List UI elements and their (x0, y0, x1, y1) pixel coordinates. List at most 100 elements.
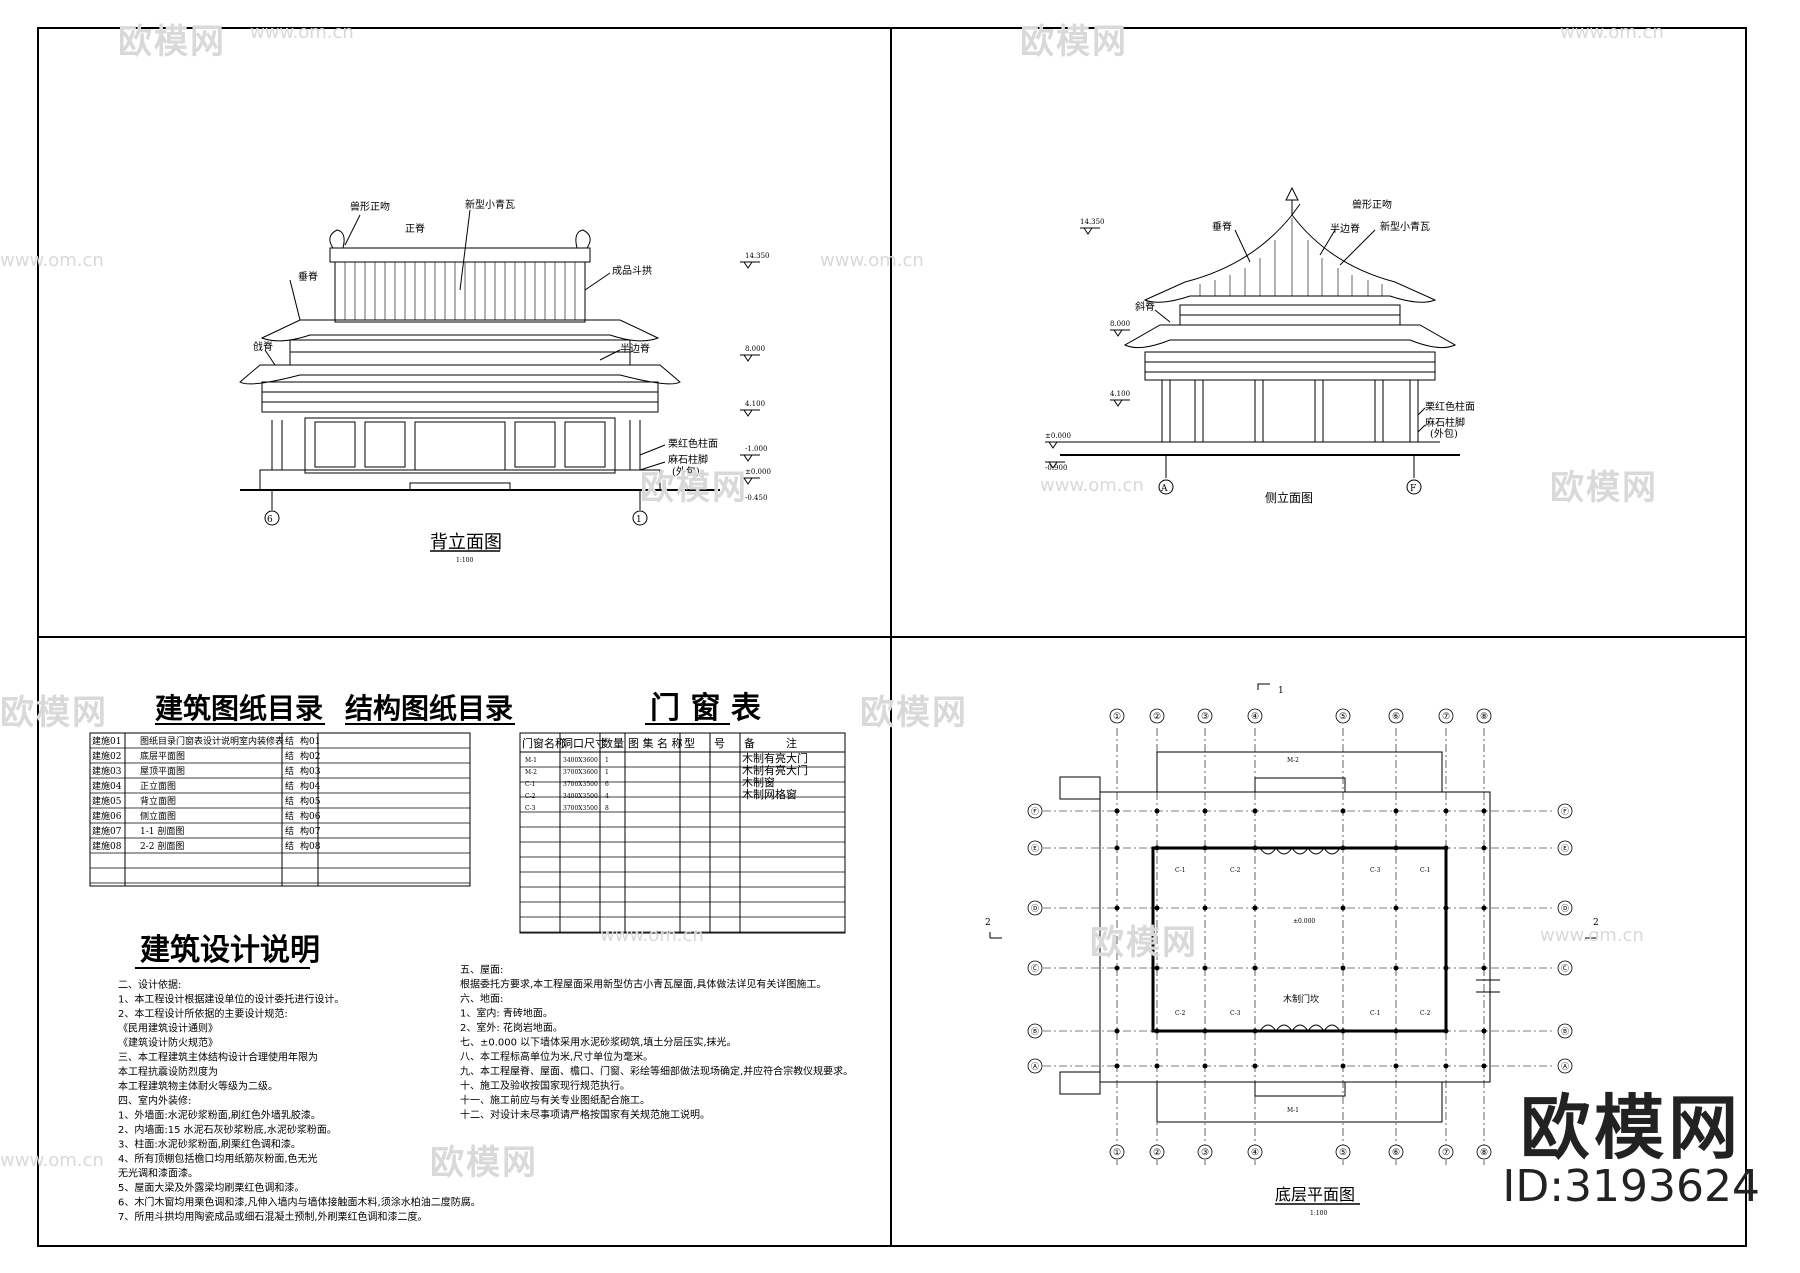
axis-bubble (1438, 708, 1454, 724)
table-cell: 建施01 (92, 735, 121, 747)
axis-bubble (1557, 900, 1573, 916)
table-cell: 结 (285, 840, 294, 852)
axis-label: Ⓔ (1561, 844, 1569, 853)
table-cell: 底层平面图 (140, 750, 185, 762)
table-header: 图 集 名 称 (628, 736, 683, 750)
table-cell: 结 (285, 735, 294, 747)
table-cell: 6 (605, 781, 609, 788)
note-line: 无光调和漆面漆。 (118, 1167, 198, 1180)
door-window-headers: 门窗名称洞口尺寸数量图 集 名 称型号备注 (522, 736, 797, 750)
note-line: 1、外墙面:水泥砂浆粉面,刷红色外墙乳胶漆。 (118, 1109, 321, 1122)
table-cell: 3700X3500 (563, 805, 598, 812)
axis-bubble (1557, 803, 1573, 819)
notes-right-column: 五、屋面:根据委托方要求,本工程屋面采用新型仿古小青瓦屋面,具体做法详见有关详图… (460, 964, 853, 1121)
column-dot (1154, 1063, 1160, 1069)
label-rear-beast-finial: 兽形正吻 (350, 200, 390, 213)
label-side-hip-ridge: 垂脊 (1212, 220, 1232, 233)
level-side-2: 8.000 (1110, 320, 1130, 328)
column-dot (1481, 1028, 1487, 1034)
axis-label: ⑤ (1339, 712, 1347, 722)
plan-door-mark-bottom: M-1 (1287, 1107, 1299, 1114)
axis-bubble (1027, 1023, 1043, 1039)
column-dot (1154, 965, 1160, 971)
axis-label: Ⓓ (1031, 904, 1039, 913)
level-rear-2: 8.000 (745, 345, 765, 353)
note-line: 三、本工程建筑主体结构设计合理使用年限为 (118, 1051, 318, 1064)
axis-label: Ⓔ (1031, 844, 1039, 853)
label-side-tile: 新型小青瓦 (1380, 220, 1430, 233)
note-line: 八、本工程标高单位为米,尺寸单位为毫米。 (460, 1050, 653, 1063)
column-dot (1252, 905, 1258, 911)
column-dot (1393, 808, 1399, 814)
table-cell: 构07 (300, 825, 321, 837)
brand-stamp: 欧模网 ID:3193624 (1502, 1093, 1760, 1211)
column-dot (1340, 808, 1346, 814)
table-header: 洞口尺寸 (562, 736, 606, 750)
door-window-table (519, 732, 846, 934)
note-line: 4、所有顶棚包括檐口均用纸筋灰粉面,色无光 (118, 1152, 318, 1165)
table-cell: 结 (285, 780, 294, 792)
note-line: 5、屋面大梁及外露梁均刷栗红色调和漆。 (118, 1181, 304, 1194)
table-cell: M-1 (525, 757, 537, 764)
table-header: 注 (786, 736, 797, 750)
table-cell: 1 (605, 757, 609, 764)
label-rear-wrap: (外包) (672, 465, 700, 478)
axis-bubble (1109, 1144, 1125, 1160)
axis-bubble (1557, 1023, 1573, 1039)
label-rear-column-base: 麻石柱脚 (668, 453, 708, 466)
column-dot (1202, 965, 1208, 971)
axis-bubble (1247, 1144, 1263, 1160)
note-line: 《建筑设计防火规范》 (118, 1036, 218, 1049)
column-dot (1202, 1028, 1208, 1034)
column-dot (1443, 905, 1449, 911)
axis-bubble (1557, 1058, 1573, 1074)
table-header: 数量 (602, 737, 624, 750)
note-line: 十、施工及验收按国家现行规范执行。 (460, 1079, 630, 1092)
column-dot (1252, 845, 1258, 851)
table-cell: 3700X3500 (563, 781, 598, 788)
axis-bubble (1109, 708, 1125, 724)
table-cell: 木制网格窗 (742, 787, 797, 801)
table-cell: 木制有亮大门 (742, 763, 808, 777)
column-dot (1114, 1028, 1120, 1034)
column-dot (1443, 845, 1449, 851)
table-header: 门窗名称 (522, 736, 566, 750)
axis-bubble (1027, 803, 1043, 819)
note-line: 七、±0.000 以下墙体采用水泥砂浆砌筑,填土分层压实,抹光。 (460, 1036, 737, 1049)
label-rear-half-ridge: 半边脊 (620, 342, 650, 355)
column-dot (1393, 845, 1399, 851)
table-cell: 2-2 剖面图 (140, 840, 184, 852)
column-dot (1393, 1028, 1399, 1034)
column-dot (1443, 1063, 1449, 1069)
note-line: 四、室内外装修: (118, 1094, 191, 1107)
axis-label: ① (1113, 1148, 1121, 1158)
column-dot (1114, 965, 1120, 971)
axis-label: Ⓕ (1031, 807, 1039, 816)
column-dot (1252, 1028, 1258, 1034)
table-cell: C-1 (525, 781, 535, 788)
axis-bubble (1149, 1144, 1165, 1160)
column-dot (1443, 808, 1449, 814)
door-window-title: 门 窗 表 (650, 691, 761, 726)
table-cell: 建施02 (92, 750, 121, 762)
label-side-column-base: 麻石柱脚 (1425, 416, 1465, 429)
table-header: 型 (684, 736, 695, 750)
side-elevation-title: 侧立面图 (1265, 490, 1313, 505)
label-rear-corner-ridge: 戗脊 (253, 340, 273, 353)
axis-bubble (1027, 960, 1043, 976)
label-rear-hip-ridge: 垂脊 (298, 270, 318, 283)
note-line: 《民用建筑设计通则》 (118, 1022, 218, 1035)
axis-label: ② (1153, 712, 1161, 722)
window-mark: C-1 (1370, 1010, 1380, 1017)
table-cell: 木制窗 (742, 775, 775, 789)
table-cell: 1 (605, 769, 609, 776)
plan-door-mark-top: M-2 (1287, 757, 1299, 764)
axis-label: Ⓒ (1031, 964, 1039, 973)
axis-bubble (1476, 1144, 1492, 1160)
window-mark: C-2 (1420, 1010, 1431, 1017)
table-cell: 4 (605, 793, 609, 800)
axis-bubble (1438, 1144, 1454, 1160)
table-cell: 1-1 剖面图 (140, 825, 184, 837)
column-dot (1114, 808, 1120, 814)
